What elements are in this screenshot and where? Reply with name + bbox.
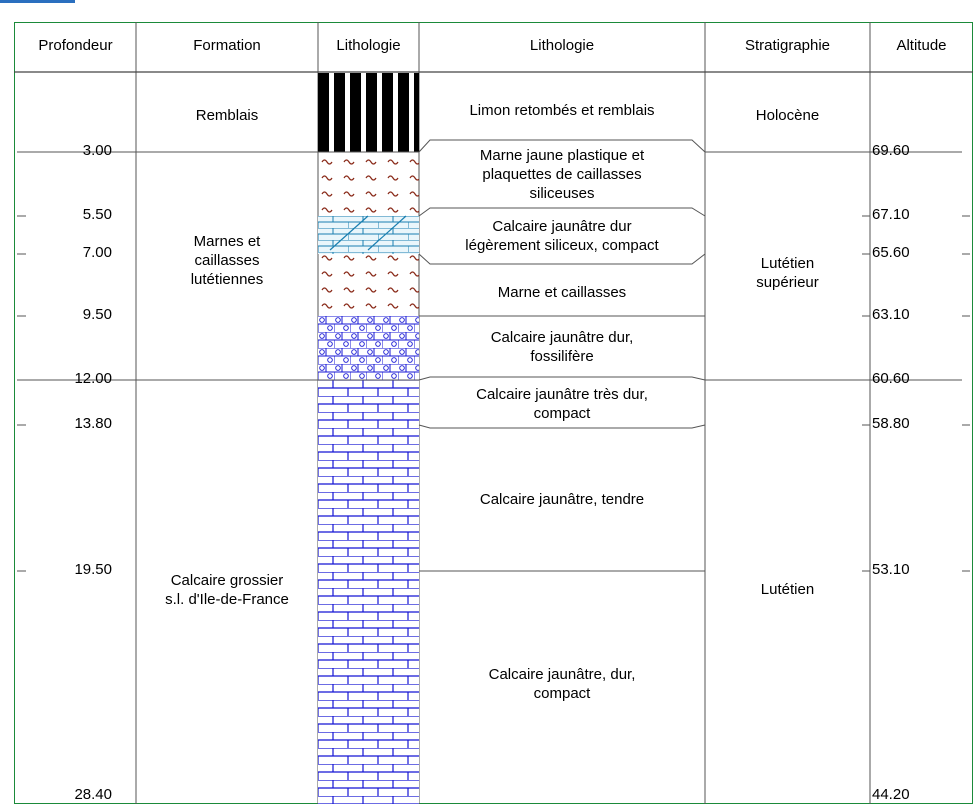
- description-line: compact: [533, 405, 591, 422]
- lithology-boundaries: [418, 139, 706, 572]
- description-line: Calcaire jaunâtre, dur,: [488, 666, 636, 683]
- depth-label: 3.00: [82, 142, 112, 159]
- altitude-label: 65.60: [872, 244, 910, 261]
- lithology-description: Calcaire jaunâtre très dur, compact: [419, 385, 705, 423]
- header-stratigraphy: Stratigraphie: [744, 37, 831, 54]
- description-line: Calcaire jaunâtre, tendre: [479, 491, 645, 508]
- depth-label: 12.00: [74, 370, 112, 387]
- depth-label: 5.50: [82, 206, 112, 223]
- altitude-label: 63.10: [872, 306, 910, 323]
- altitude-label: 58.80: [872, 415, 910, 432]
- formation-boundaries: [26, 151, 419, 381]
- header-depth: Profondeur: [38, 37, 113, 54]
- stratigraphy-line: Holocène: [755, 107, 820, 124]
- stratigraphy-boundaries: [705, 151, 870, 381]
- description-line: Calcaire jaunâtre très dur,: [476, 386, 648, 403]
- formation-line: Calcaire grossier: [170, 572, 284, 589]
- header-lithology-column: Lithologie: [336, 37, 401, 54]
- lithology-description: Calcaire jaunâtre, tendre: [419, 490, 705, 509]
- top-accent-bar: [0, 0, 75, 3]
- altitude-label: 53.10: [872, 561, 910, 578]
- depth-label: 13.80: [74, 415, 112, 432]
- header-formation: Formation: [193, 37, 261, 54]
- header-lithology-description: Lithologie: [529, 37, 595, 54]
- description-line: fossilifère: [530, 348, 594, 365]
- header-altitude: Altitude: [896, 37, 947, 54]
- description-line: Marne jaune plastique et: [479, 147, 645, 164]
- description-line: siliceuses: [529, 185, 595, 202]
- description-line: Calcaire jaunâtre dur,: [490, 329, 634, 346]
- lithology-description: Calcaire jaunâtre dur légèrement siliceu…: [419, 217, 705, 255]
- lithology-description: Calcaire jaunâtre dur, fossilifère: [419, 328, 705, 366]
- lithology-description: Calcaire jaunâtre, dur, compact: [419, 665, 705, 703]
- litho-marl-upper: [318, 152, 419, 216]
- altitude-label: 60.60: [872, 370, 910, 387]
- stratigraphy-line: Lutétien: [760, 581, 815, 598]
- depth-label: 9.50: [82, 306, 112, 323]
- litho-siliceous-limestone: [318, 216, 419, 254]
- description-line: plaquettes de caillasses: [482, 166, 642, 183]
- lithology-description: Limon retombés et remblais: [419, 101, 705, 120]
- log-frame: [14, 22, 973, 804]
- depth-ticks: [17, 151, 26, 572]
- formation-line: Marnes et: [193, 233, 261, 250]
- stratigraphy-line: Lutétien: [760, 255, 815, 272]
- litho-limestone: [318, 380, 419, 804]
- litho-marl-lower: [318, 254, 419, 316]
- depth-label: 7.00: [82, 244, 112, 261]
- stratigraphy-lutetien-superieur: Lutétien supérieur: [705, 254, 870, 292]
- stratigraphy-lutetien: Lutétien: [705, 580, 870, 599]
- litho-fossiliferous-limestone: [318, 316, 419, 380]
- formation-remblais: Remblais: [136, 106, 318, 125]
- lithology-description: Marne et caillasses: [419, 283, 705, 302]
- description-line: compact: [533, 685, 591, 702]
- altitude-label: 67.10: [872, 206, 910, 223]
- formation-line: s.l. d'Ile-de-France: [165, 591, 289, 608]
- altitude-label: 69.60: [872, 142, 910, 159]
- formation-marnes-caillasses: Marnes et caillasses lutétiennes: [136, 232, 318, 289]
- formation-calcaire-grossier: Calcaire grossier s.l. d'Ile-de-France: [136, 571, 318, 609]
- description-line: légèrement siliceux, compact: [465, 237, 659, 254]
- lithology-description: Marne jaune plastique et plaquettes de c…: [419, 146, 705, 203]
- stratigraphy-line: supérieur: [756, 274, 819, 291]
- altitude-ticks: [862, 151, 970, 572]
- depth-label: 28.40: [74, 786, 112, 803]
- formation-line: lutétiennes: [190, 271, 264, 288]
- altitude-label: 44.20: [872, 786, 910, 803]
- description-line: Calcaire jaunâtre dur: [492, 218, 632, 235]
- depth-label: 19.50: [74, 561, 112, 578]
- formation-line: caillasses: [194, 252, 260, 269]
- description-line: Limon retombés et remblais: [469, 102, 655, 119]
- stratigraphy-holocene: Holocène: [705, 106, 870, 125]
- formation-line: Remblais: [195, 107, 259, 124]
- litho-fill-remblais: [318, 73, 419, 152]
- description-line: Marne et caillasses: [497, 284, 627, 301]
